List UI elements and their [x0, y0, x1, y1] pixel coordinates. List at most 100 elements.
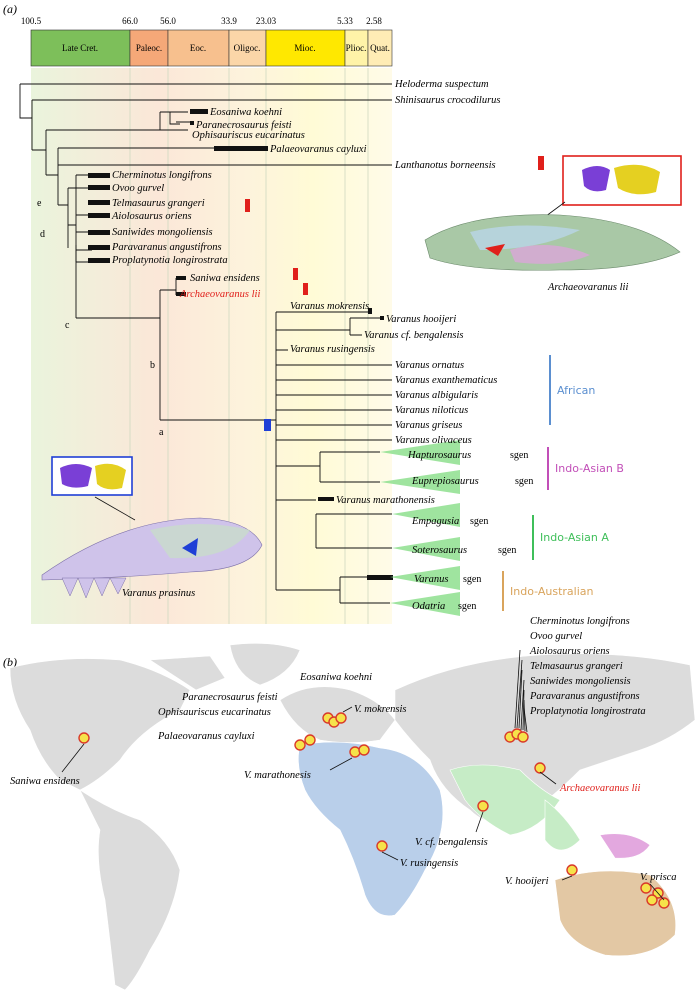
- map-label: Paravaranus angustifrons: [529, 691, 640, 702]
- subgenus-label: Varanus: [414, 574, 448, 585]
- tip-label: Ophisauriscus eucarinatus: [192, 130, 305, 141]
- skull-label-archaeovaranus: Archaeovaranus lii: [547, 282, 628, 293]
- tip-label: Paranecrosaurus feisti: [195, 120, 292, 131]
- map-leader-lines: [61, 649, 665, 901]
- tip-label: Varanus cf. bengalensis: [364, 330, 463, 341]
- subgenus-labels: Hapturosaurus sgen Euprepiosaurus sgen E…: [407, 450, 533, 612]
- tip-label: Varanus marathonensis: [336, 495, 435, 506]
- epoch-miocene: [265, 29, 346, 67]
- tip-label: Heloderma suspectum: [394, 79, 489, 90]
- tick-label: 5.33: [337, 16, 353, 26]
- map-label: V. prisca: [640, 872, 677, 883]
- tick-label: 33.9: [221, 16, 237, 26]
- tip-label: Saniwa ensidens: [190, 273, 260, 284]
- tip-label: Telmasaurus grangeri: [112, 198, 205, 209]
- subgenus-label: Soterosaurus: [412, 545, 467, 556]
- sgen-label: sgen: [510, 450, 528, 461]
- tip-label: Varanus ornatus: [395, 360, 464, 371]
- world-map: [9, 643, 696, 991]
- map-label: Palaeovaranus cayluxi: [157, 731, 255, 742]
- node-label-a: a: [159, 427, 164, 438]
- tip-label: Varanus rusingensis: [290, 344, 375, 355]
- tick-label: 66.0: [122, 16, 138, 26]
- epoch-eocene: [167, 29, 230, 67]
- map-label: Ovoo gurvel: [530, 631, 582, 642]
- highlight-marks: [245, 156, 544, 295]
- tip-label: Varanus mokrensis: [290, 301, 369, 312]
- archaeovaranus-skull: Archaeovaranus lii: [424, 155, 682, 293]
- subgenus-label: Empagusia: [411, 516, 459, 527]
- tick-label: 56.0: [160, 16, 176, 26]
- node-label-e: e: [37, 198, 42, 209]
- epoch-label: Mioc.: [294, 43, 315, 53]
- group-brackets: [502, 355, 551, 611]
- tick-label: 100.5: [21, 16, 42, 26]
- group-label-indo-asian-a: Indo-Asian A: [540, 531, 609, 544]
- tip-label: Varanus griseus: [395, 420, 462, 431]
- map-labels: Saniwa ensidens Eosaniwa koehni Paranecr…: [10, 616, 677, 887]
- map-label: V. marathonesis: [244, 770, 311, 781]
- sgen-label: sgen: [470, 516, 488, 527]
- sgen-label: sgen: [463, 574, 481, 585]
- epoch-label: Quat.: [370, 43, 390, 53]
- tip-label: Saniwides mongoliensis: [112, 227, 213, 238]
- epoch-label: Eoc.: [190, 43, 206, 53]
- sgen-label: sgen: [458, 601, 476, 612]
- epoch-label: Late Cret.: [62, 43, 98, 53]
- tick-label: 23.03: [256, 16, 277, 26]
- tip-label: Palaeovaranus cayluxi: [269, 144, 367, 155]
- map-occurrence-dots: [78, 712, 670, 909]
- fossil-ranges: [88, 109, 393, 580]
- epoch-label: Paleoc.: [136, 43, 162, 53]
- map-label: V. rusingensis: [400, 858, 458, 869]
- timescale-bar: Late Cret. Paleoc. Eoc. Oligoc. Mioc. Pl…: [21, 16, 393, 67]
- map-label: Telmasaurus grangeri: [530, 661, 623, 672]
- tip-label: Varanus hooijeri: [386, 314, 456, 325]
- subgenus-label: Odatria: [412, 601, 445, 612]
- tip-label: Varanus albigularis: [395, 390, 478, 401]
- epoch-label: Oligoc.: [234, 43, 261, 53]
- map-label: Paranecrosaurus feisti: [181, 692, 278, 703]
- epoch-quaternary: [367, 29, 393, 67]
- sgen-label: sgen: [498, 545, 516, 556]
- node-label-c: c: [65, 320, 70, 331]
- epoch-boundaries: [129, 68, 369, 624]
- tip-label: Lanthanotus borneensis: [394, 160, 496, 171]
- tip-label: Cherminotus longifrons: [112, 170, 212, 181]
- varanus-prasinus-skull: Varanus prasinus: [41, 456, 263, 599]
- epoch-label: Plioc.: [346, 43, 367, 53]
- tip-labels: Heloderma suspectum Shinisaurus crocodil…: [111, 79, 501, 506]
- tip-label: Varanus olivaceus: [395, 435, 472, 446]
- map-label: Cherminotus longifrons: [530, 616, 630, 627]
- map-label: V. hooijeri: [505, 876, 549, 887]
- subgenus-label: Hapturosaurus: [407, 450, 471, 461]
- tip-label: Varanus exanthematicus: [395, 375, 497, 386]
- phylogeny-branches: [19, 83, 392, 604]
- epoch-paleocene: [129, 29, 169, 67]
- tip-label: Ovoo gurvel: [112, 183, 164, 194]
- map-label: V. cf. bengalensis: [415, 837, 488, 848]
- map-label: Aiolosaurus oriens: [529, 646, 610, 657]
- node-label-b: b: [150, 360, 155, 371]
- tip-label-highlight: Archaeovaranus lii: [179, 289, 260, 300]
- tip-label: Shinisaurus crocodilurus: [395, 95, 501, 106]
- map-label: V. mokrensis: [354, 704, 407, 715]
- group-label-indo-australian: Indo-Australian: [510, 585, 594, 598]
- tip-label: Aiolosaurus oriens: [111, 211, 192, 222]
- subgenus-label: Euprepiosaurus: [411, 476, 479, 487]
- node-label-d: d: [40, 229, 45, 240]
- group-label-african: African: [557, 384, 595, 397]
- map-label-highlight: Archaeovaranus lii: [559, 783, 640, 794]
- epoch-oligocene: [228, 29, 267, 67]
- tick-label: 2.58: [366, 16, 382, 26]
- map-label: Ophisauriscus eucarinatus: [158, 707, 271, 718]
- tip-label: Varanus niloticus: [395, 405, 468, 416]
- clade-triangles: [380, 440, 460, 616]
- map-label: Proplatynotia longirostrata: [529, 706, 646, 717]
- tip-label: Proplatynotia longirostrata: [111, 255, 228, 266]
- blue-node-mark: [264, 419, 271, 431]
- map-label: Saniwa ensidens: [10, 776, 80, 787]
- panel-b-label: (b): [3, 655, 17, 669]
- tip-label: Paravaranus angustifrons: [111, 242, 222, 253]
